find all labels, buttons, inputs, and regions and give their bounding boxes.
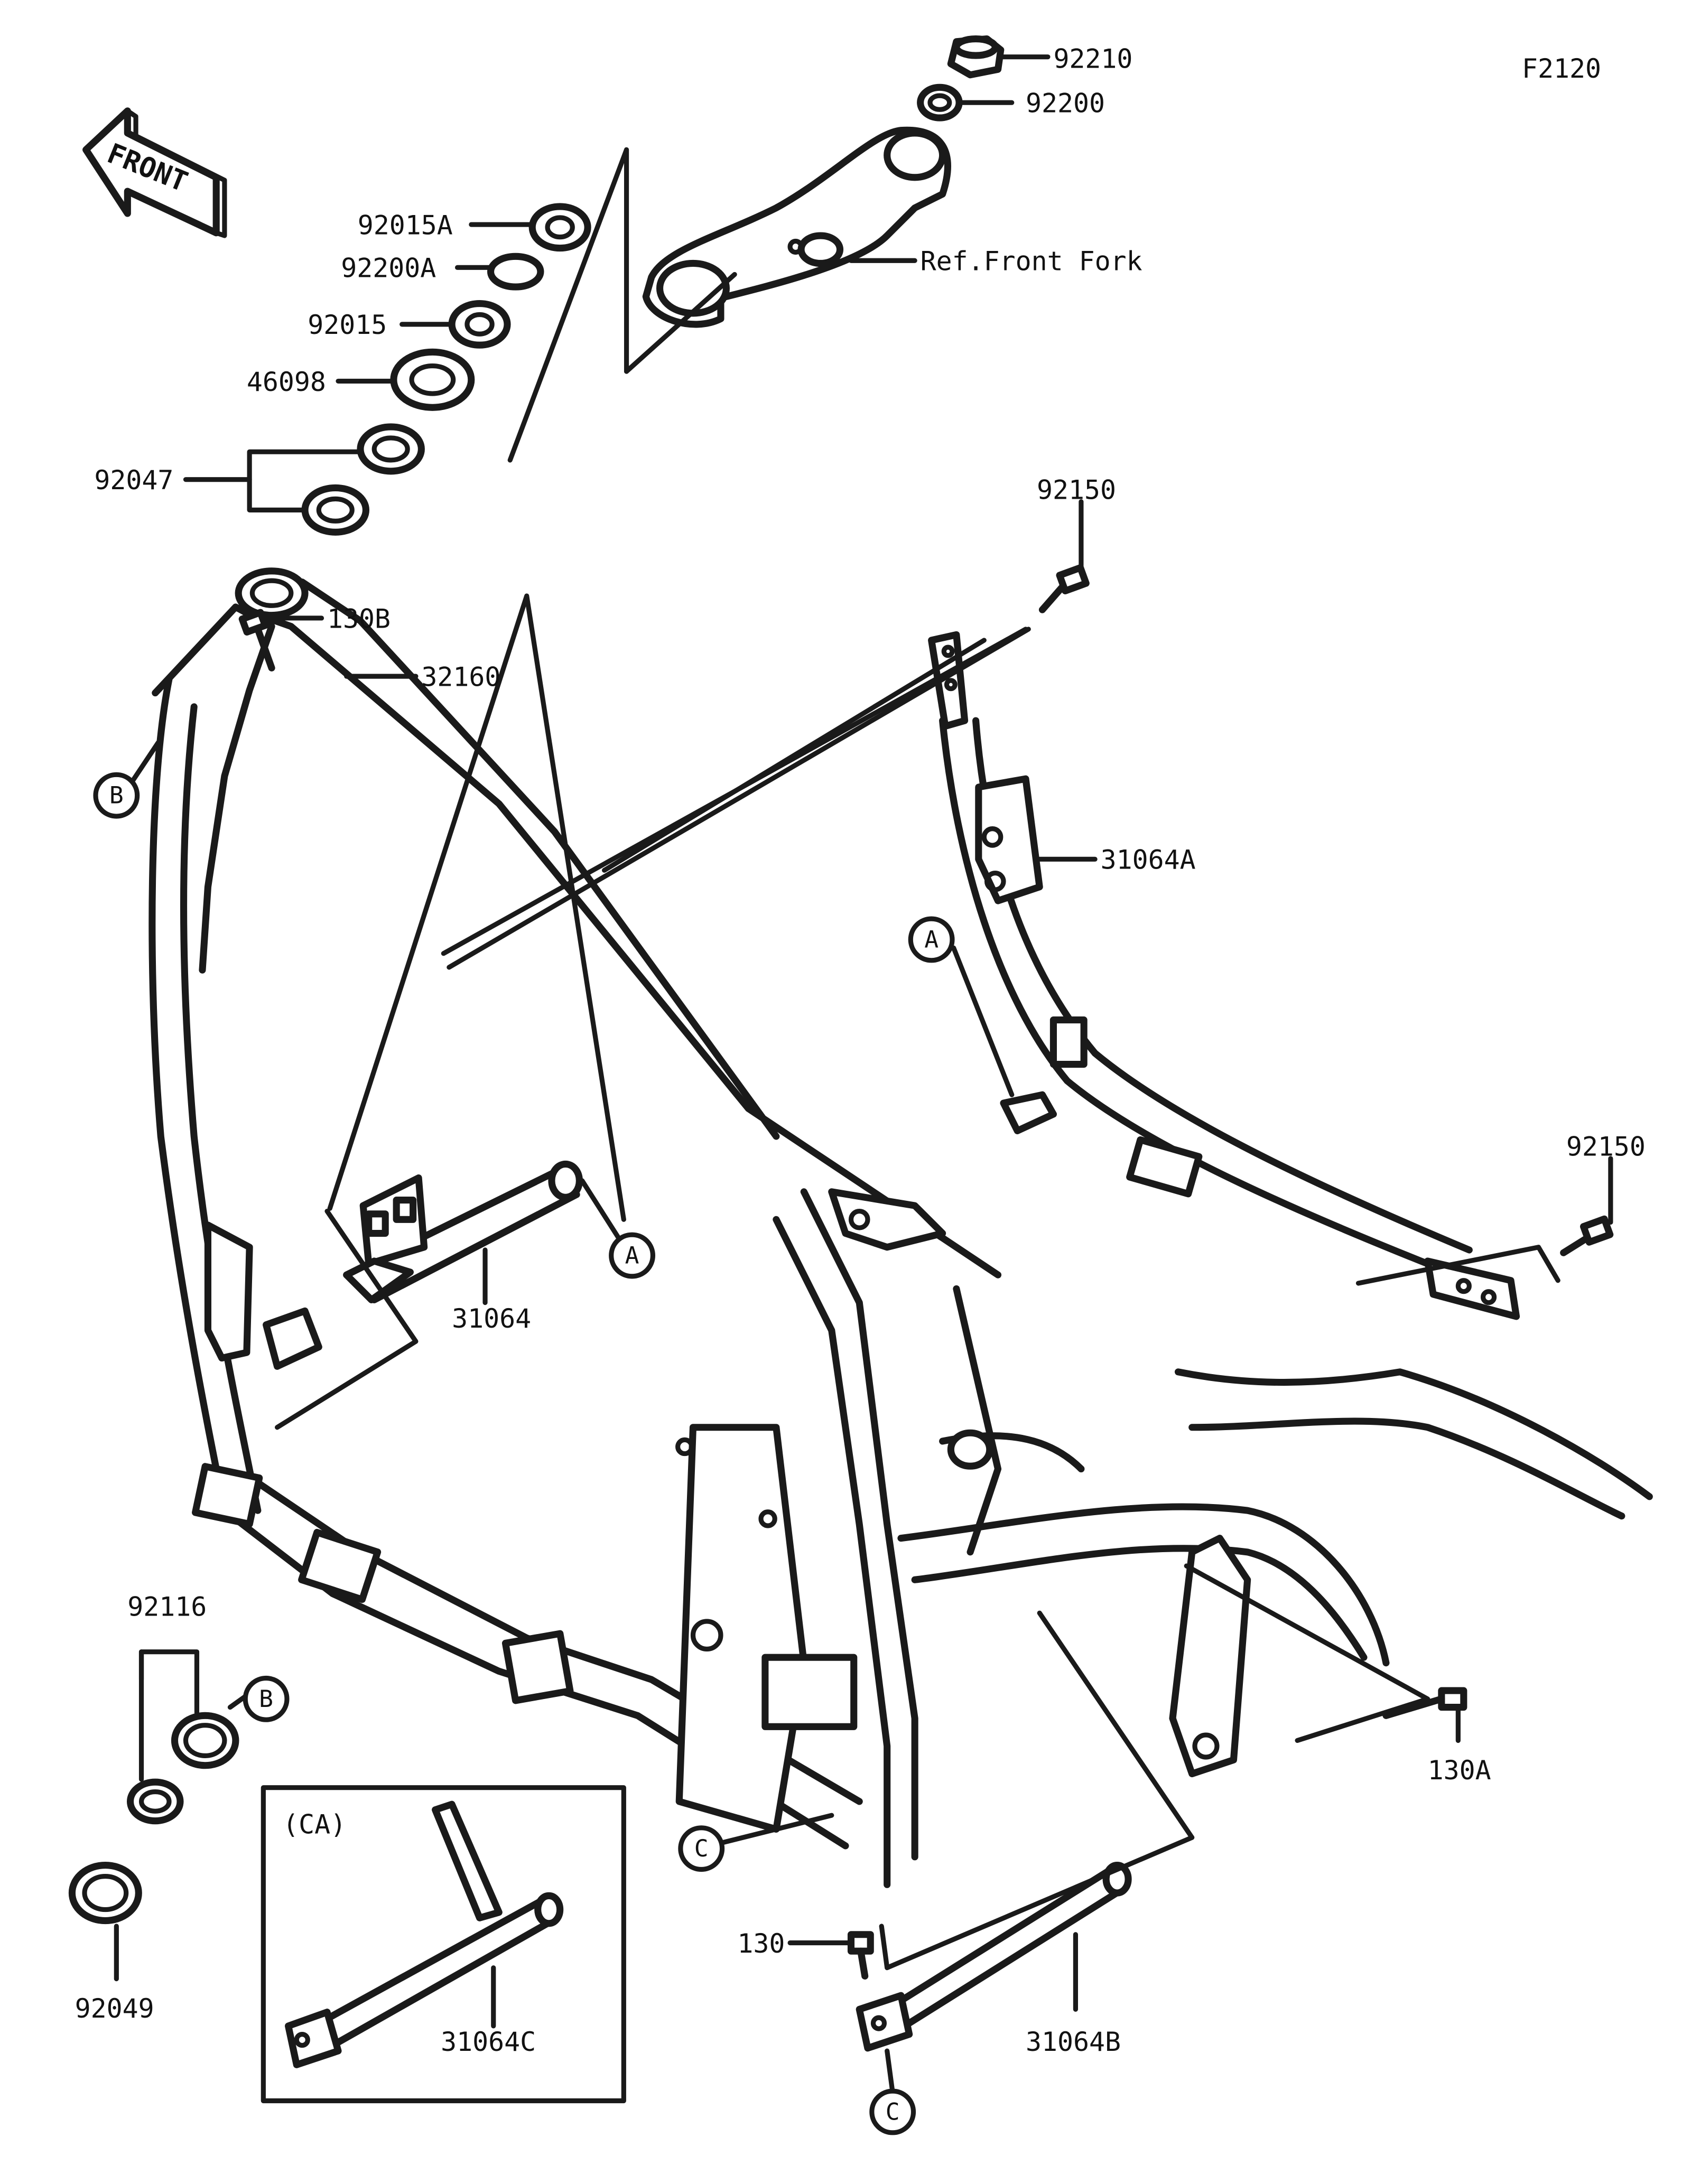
dust-seal-icon (390, 348, 475, 411)
label-92200a: 92200A (341, 253, 436, 284)
callout-b-upper: B (93, 772, 140, 819)
label-92015a: 92015A (358, 210, 453, 240)
callout-c-frame: C (678, 1825, 725, 1872)
top-bracket-icon (642, 126, 951, 328)
lock-washer-icon (487, 253, 544, 291)
stem-nut-icon (947, 35, 1005, 79)
diagram-code: F2120 (1522, 53, 1601, 84)
label-46098: 46098 (247, 367, 326, 397)
inset-label: (CA) (283, 1809, 346, 1840)
svg-text:C: C (694, 1835, 709, 1862)
callout-b-lower: B (243, 1675, 290, 1722)
ref-note: Ref.Front Fork (921, 246, 1142, 277)
callout-a-lower: A (609, 1232, 655, 1279)
front-arrow-icon: FRONT (82, 107, 227, 238)
washer-icon (917, 83, 963, 122)
svg-text:C: C (886, 2098, 900, 2125)
bolt-92150-upper-icon (1038, 564, 1090, 613)
lower-seal-icon (68, 1862, 142, 1925)
label-31064c: 31064C (441, 2027, 536, 2057)
label-92015: 92015 (308, 310, 387, 340)
part-labels: 92210 92200 92015A 92200A 92015 46098 92… (75, 44, 1646, 2057)
label-92150-lower: 92150 (1566, 1132, 1646, 1162)
main-frame-icon (148, 567, 1653, 1888)
label-92116: 92116 (127, 1591, 207, 1622)
label-31064b: 31064B (1026, 2027, 1121, 2057)
upper-bearing-icon (357, 423, 425, 475)
bolt-130a-icon (1382, 1687, 1467, 1719)
label-92047: 92047 (94, 465, 173, 496)
inset-box: (CA) (261, 1785, 626, 2104)
cross-tube-icon (343, 1160, 583, 1303)
alt-cross-tube-icon (285, 1800, 564, 2068)
label-130a: 130A (1428, 1755, 1491, 1786)
label-130: 130 (737, 1928, 785, 1959)
svg-text:A: A (625, 1242, 639, 1270)
label-92210: 92210 (1053, 44, 1132, 74)
label-92049: 92049 (75, 1993, 154, 2024)
callouts: B A A B C C (93, 772, 955, 2135)
svg-text:B: B (259, 1685, 273, 1713)
label-31064a: 31064A (1101, 845, 1196, 875)
leader-lines (114, 54, 1613, 2095)
label-92200: 92200 (1026, 88, 1105, 119)
bolt-92150-lower-icon (1560, 1215, 1614, 1256)
steering-stem-parts (301, 35, 1005, 536)
label-130b: 130B (327, 603, 391, 634)
stem-nut-icon-2 (448, 300, 511, 349)
lower-nut-icon (127, 1778, 184, 1825)
label-92150-upper: 92150 (1037, 474, 1116, 505)
bolt-130-icon (847, 1931, 874, 1980)
svg-text:B: B (109, 782, 124, 809)
label-31064: 31064 (452, 1303, 531, 1334)
lower-cross-tube-icon (856, 1862, 1132, 2052)
label-32160: 32160 (421, 661, 500, 692)
lower-bearing-icon (301, 484, 370, 536)
upper-frame-tube-icon (928, 631, 1520, 1320)
svg-text:A: A (924, 926, 939, 953)
callout-c-tube: C (869, 2088, 916, 2135)
lower-race-icon (171, 1712, 239, 1769)
stem-nut-a-icon (528, 203, 591, 252)
callout-a-upper: A (908, 916, 955, 963)
